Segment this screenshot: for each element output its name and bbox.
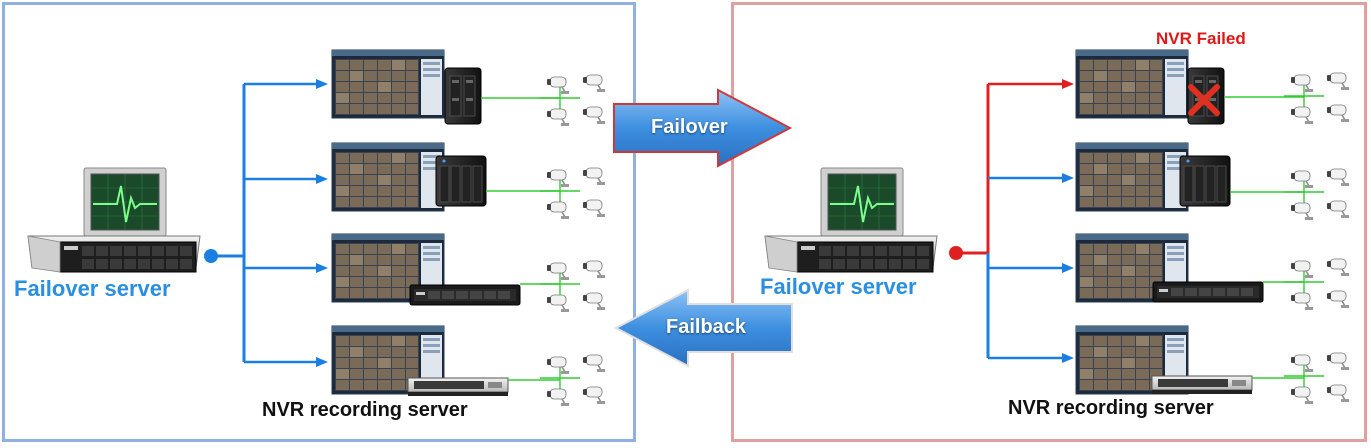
right-junction-dot (949, 246, 963, 260)
failback-arrow (613, 288, 793, 368)
failover-arrow-label: Failover (651, 116, 728, 138)
right-nvr-row-2 (1075, 142, 1349, 220)
left-nvr-row-4 (331, 325, 605, 406)
left-nvr-row-2 (331, 142, 605, 219)
right-scenario-panel (731, 2, 1367, 442)
failover-server-icon (764, 167, 938, 273)
left-nvr-row-1 (331, 49, 605, 126)
failover-arrow (613, 88, 793, 168)
right-failover-server-label: Failover server (760, 274, 917, 299)
nvr-failed-label: NVR Failed (1156, 29, 1246, 48)
left-nvr-recording-server-label: NVR recording server (262, 399, 468, 421)
right-link-arrows (988, 79, 1074, 363)
right-nvr-recording-server-label: NVR recording server (1008, 397, 1214, 419)
failed-x-icon (1188, 84, 1220, 116)
right-nvr-row-1 (1075, 49, 1349, 124)
left-link-arrows (244, 79, 328, 367)
left-branch-lines (211, 84, 246, 362)
failback-arrow-label: Failback (666, 316, 747, 338)
right-nvr-row-3 (1075, 233, 1349, 310)
left-scenario-panel (2, 2, 636, 442)
left-failover-server-label: Failover server (14, 276, 171, 301)
left-nvr-row-3 (331, 233, 605, 312)
left-junction-dot (204, 249, 218, 263)
right-branch-lines (956, 84, 990, 358)
right-nvr-row-4 (1075, 325, 1349, 404)
failover-server-icon (27, 167, 201, 273)
